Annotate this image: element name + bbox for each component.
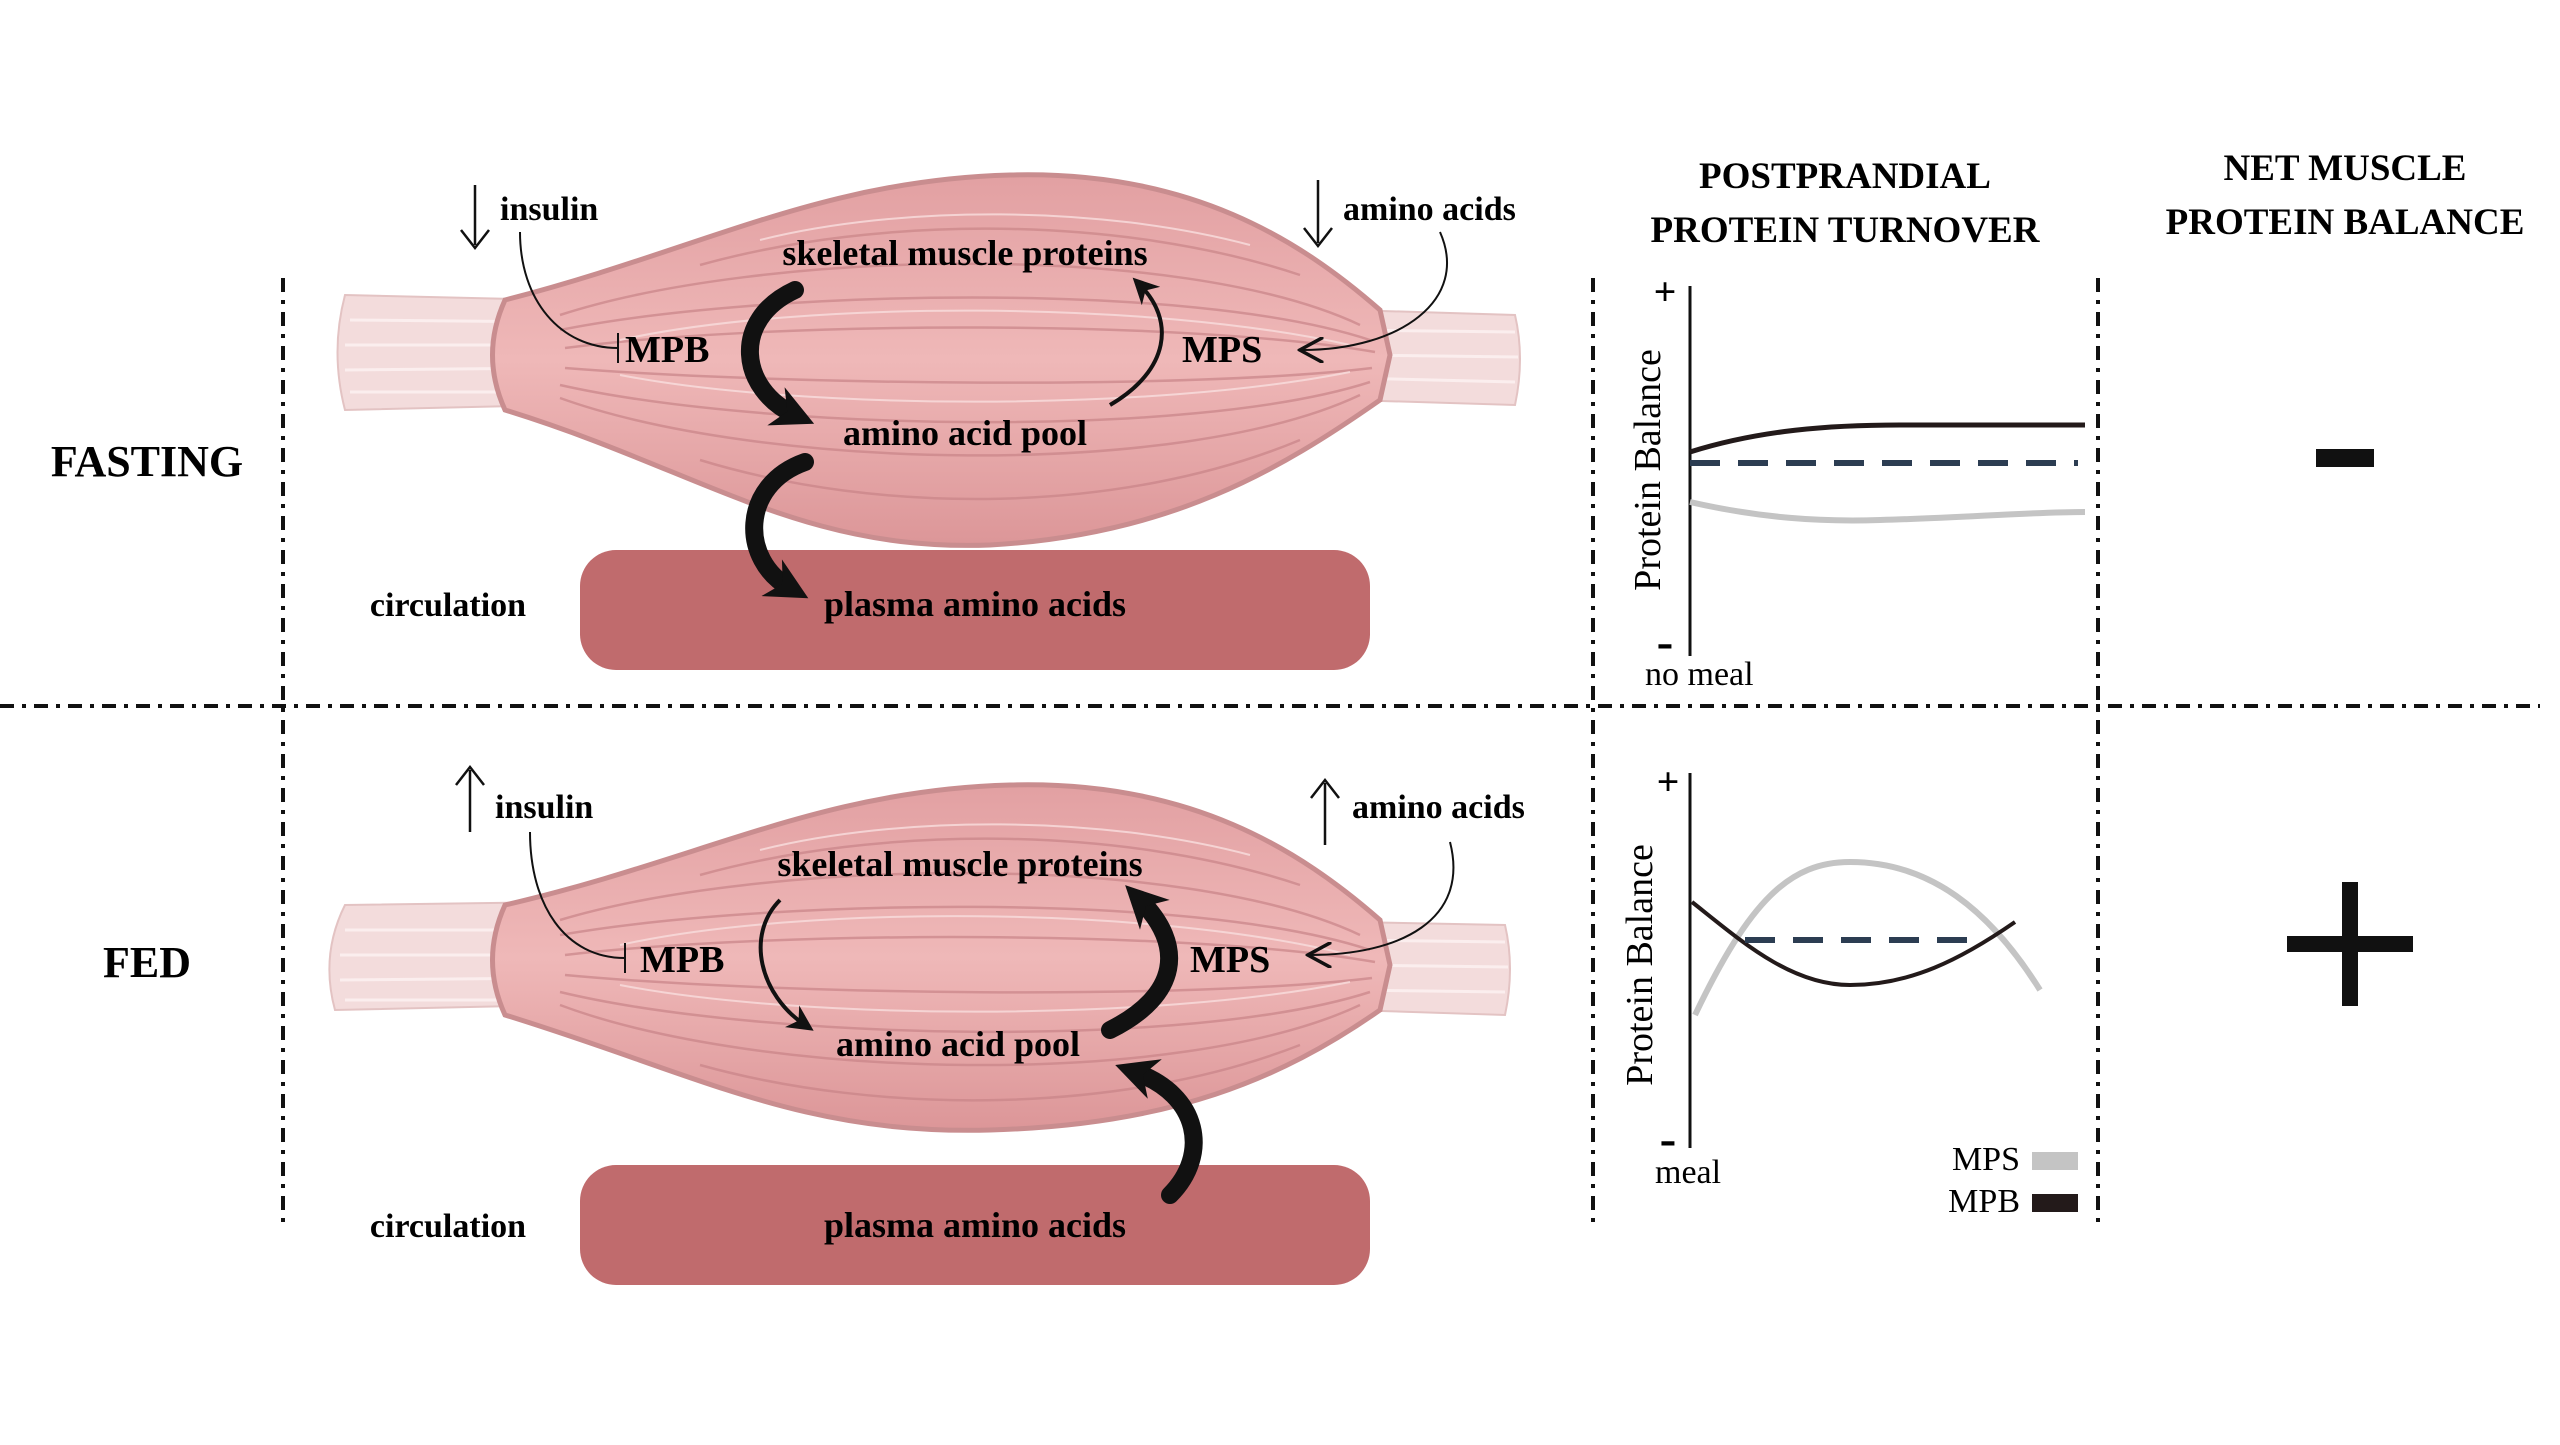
fasting-mps-line xyxy=(1689,499,2086,524)
fed-mps-line xyxy=(1692,858,2043,1017)
fasting-amino-arrow xyxy=(1302,231,1448,350)
fasting-insulin-label: insulin xyxy=(500,191,598,228)
fasting-efflux-arrow xyxy=(745,453,814,599)
fasting-insulin-inhibit-line xyxy=(519,231,619,363)
fed-circulation-label: circulation xyxy=(370,1208,526,1245)
fed-insulin-inhibit-line xyxy=(529,831,626,973)
fed-chart-plus: + xyxy=(1657,759,1680,804)
fasting-breakdown-arrow xyxy=(740,281,815,426)
net-balance-header-line1: NET MUSCLE xyxy=(2224,148,2467,189)
grid-lines xyxy=(0,278,2540,1225)
fasting-pool-label: amino acid pool xyxy=(843,413,1087,453)
fasting-chart-xlabel: no meal xyxy=(1645,656,1754,693)
fed-insulin-label: insulin xyxy=(495,789,593,826)
fed-amino-arrow xyxy=(1310,841,1455,955)
legend-mpb-label: MPB xyxy=(1948,1183,2020,1220)
fed-mps-label: MPS xyxy=(1190,939,1270,981)
net-negative-sign-icon xyxy=(2316,449,2374,467)
fed-chart-xlabel: meal xyxy=(1655,1154,1721,1191)
fed-muscle-illustration xyxy=(328,782,1511,1133)
fasting-chart-minus: - xyxy=(1657,613,1674,669)
fasting-insulin-down-arrow-icon xyxy=(460,185,490,251)
fasting-mpb-label: MPB xyxy=(625,329,709,371)
legend-mps-label: MPS xyxy=(1952,1141,2020,1178)
fasting-amino-label: amino acids xyxy=(1343,191,1516,228)
fed-influx-arrow xyxy=(1115,1059,1203,1204)
fasting-circulation-label: circulation xyxy=(370,587,526,624)
fasting-mpb-line xyxy=(1689,422,2085,455)
net-positive-sign-icon xyxy=(2287,882,2413,1006)
fasting-amino-down-arrow-icon xyxy=(1303,180,1333,249)
fed-plasma-label: plasma amino acids xyxy=(824,1205,1126,1245)
fasting-synthesis-arrow xyxy=(1108,277,1164,407)
fed-chart-minus: - xyxy=(1660,1110,1677,1166)
fasting-muscle-belly xyxy=(490,172,1393,548)
fasting-chart: + - Protein Balance no meal xyxy=(1627,269,2086,693)
fed-amino-label: amino acids xyxy=(1352,789,1525,826)
fasting-arrows xyxy=(740,277,1164,599)
fasting-plasma-label: plasma amino acids xyxy=(824,584,1126,624)
legend-mps-swatch xyxy=(2032,1152,2078,1170)
fasting-muscle-illustration xyxy=(336,172,1521,548)
fed-pool-label: amino acid pool xyxy=(836,1024,1080,1064)
fasting-row-label: FASTING xyxy=(51,437,243,486)
fed-mpb-line xyxy=(1690,900,2017,988)
fed-insulin-up-arrow-icon xyxy=(455,764,485,832)
fed-amino-up-arrow-icon xyxy=(1310,777,1340,845)
fed-chart: + - Protein Balance meal MPS MPB xyxy=(1619,759,2078,1220)
fed-amino-group: amino acids xyxy=(1310,777,1525,955)
fed-mpb-label: MPB xyxy=(640,939,724,981)
fed-synthesis-arrow xyxy=(1101,885,1179,1039)
fed-arrows xyxy=(758,885,1203,1204)
net-balance-header-line2: PROTEIN BALANCE xyxy=(2166,202,2525,243)
fasting-muscle-proteins-label: skeletal muscle proteins xyxy=(782,233,1147,273)
fasting-amino-group: amino acids xyxy=(1302,180,1516,350)
turnover-header-line1: POSTPRANDIAL xyxy=(1699,156,1991,197)
fed-insulin-group: insulin xyxy=(455,764,626,973)
legend-mpb-swatch xyxy=(2032,1194,2078,1212)
fed-breakdown-arrow xyxy=(758,898,814,1031)
fed-row-label: FED xyxy=(103,938,191,987)
fed-muscle-proteins-label: skeletal muscle proteins xyxy=(777,844,1142,884)
fasting-chart-ylabel: Protein Balance xyxy=(1627,349,1669,591)
fed-chart-ylabel: Protein Balance xyxy=(1619,844,1661,1086)
fasting-insulin-group: insulin xyxy=(460,185,619,363)
turnover-header-line2: PROTEIN TURNOVER xyxy=(1651,210,2041,251)
fasting-chart-plus: + xyxy=(1654,269,1677,314)
fasting-mps-label: MPS xyxy=(1182,329,1262,371)
